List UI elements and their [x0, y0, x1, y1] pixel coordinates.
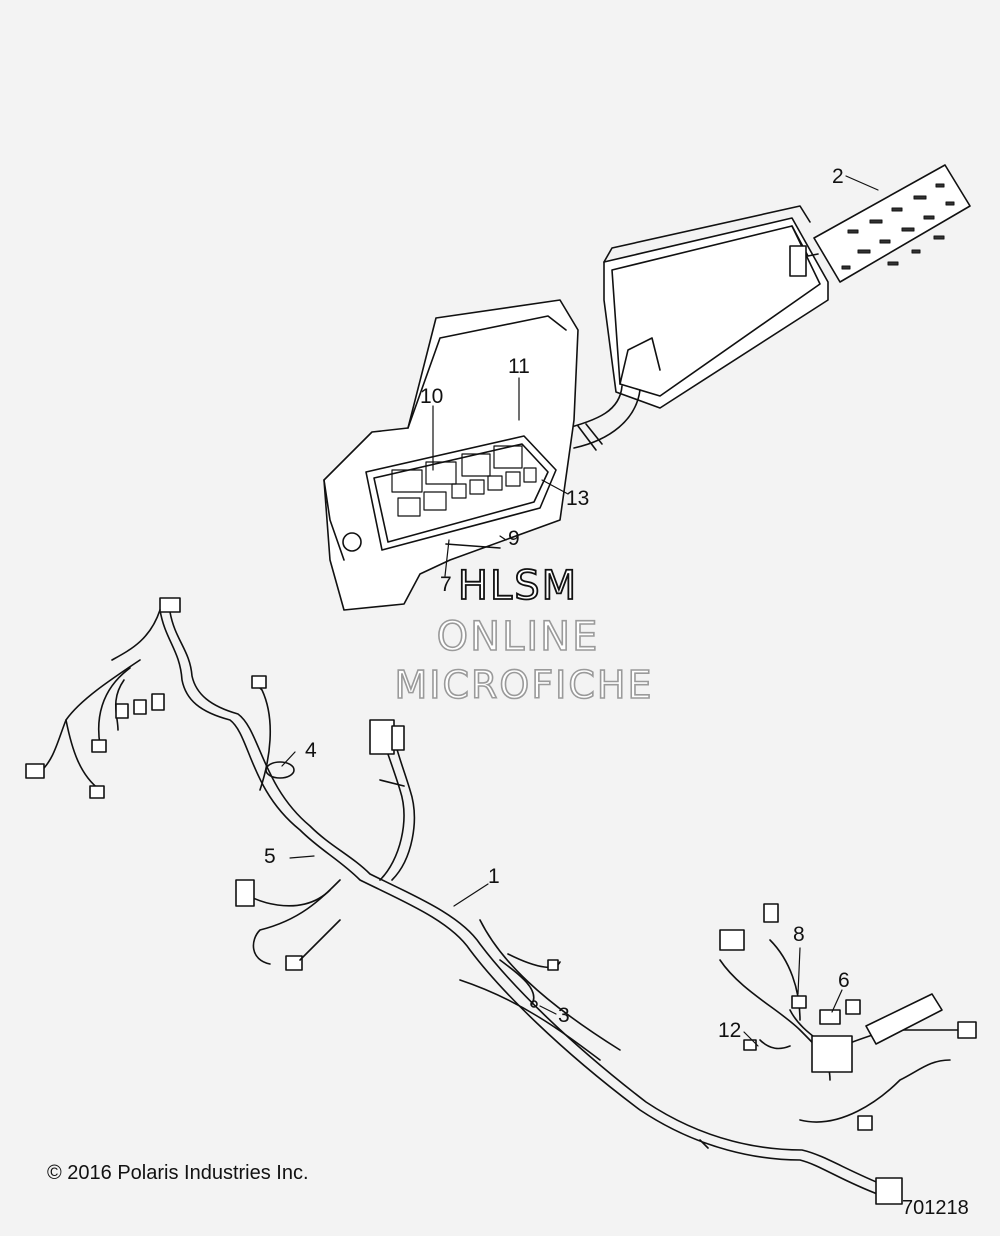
callout-6: 6 [838, 969, 850, 992]
main-harness-trunk [159, 609, 887, 1196]
callout-2: 2 [832, 165, 844, 188]
callout-11: 11 [508, 355, 530, 378]
lower-left-branch [235, 879, 341, 971]
callout-7: 7 [440, 573, 452, 596]
callout-10: 10 [420, 385, 444, 408]
center-small-branch [499, 953, 561, 1008]
callout-5: 5 [264, 845, 276, 868]
watermark-line-1: HLSM [457, 563, 579, 609]
upper-connector-branch [251, 675, 416, 881]
fuse-block [323, 299, 579, 611]
callout-9: 9 [508, 527, 520, 550]
left-branch [25, 597, 181, 799]
fuse-box-cover [603, 205, 829, 409]
watermark-line-3: MICROFICHE [394, 663, 654, 707]
right-connector-cluster [719, 903, 977, 1205]
watermark-line-2: ONLINE [436, 614, 600, 660]
drawing-number: 701218 [902, 1197, 969, 1219]
callout-1: 1 [488, 865, 500, 888]
copyright-notice: © 2016 Polaris Industries Inc. [47, 1162, 309, 1184]
leader-lines [281, 175, 879, 1047]
callout-13: 13 [566, 487, 590, 510]
callout-4: 4 [305, 739, 317, 762]
callout-8: 8 [793, 923, 805, 946]
callout-12: 12 [718, 1019, 742, 1042]
callout-3: 3 [558, 1004, 570, 1027]
fuse-label-decal [813, 164, 971, 283]
